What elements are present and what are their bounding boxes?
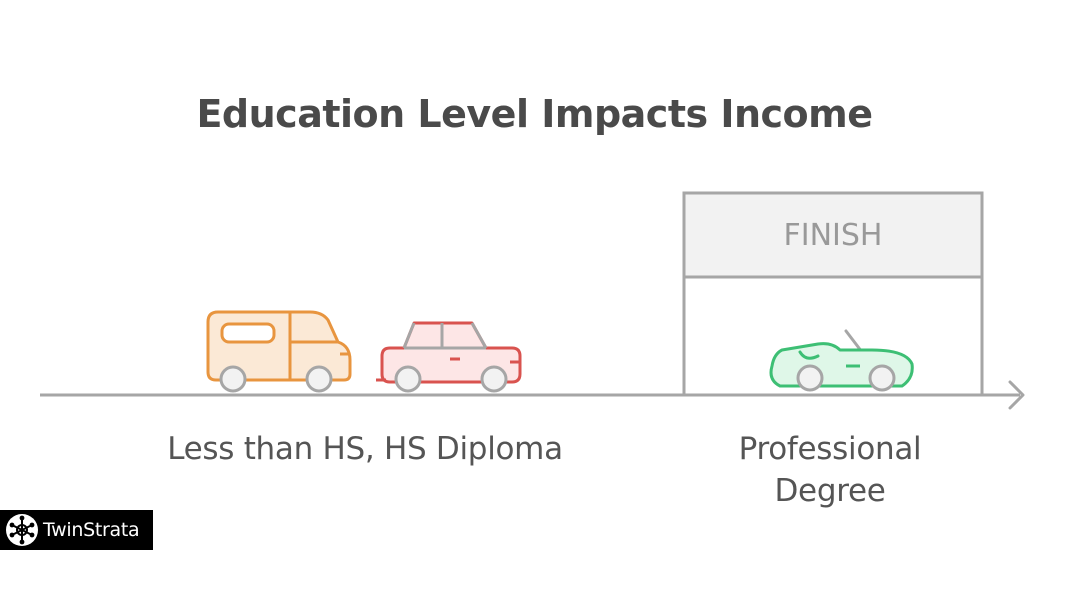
finish-banner (682, 191, 984, 279)
finish-label: FINISH (783, 217, 883, 253)
brand-badge: TwinStrata (0, 510, 153, 550)
sedan-icon (376, 321, 522, 393)
category-label-high-line2: Degree (774, 473, 886, 509)
category-label-low: Less than HS, HS Diploma (167, 431, 563, 467)
category-label-high-line1: Professional (738, 431, 922, 467)
track-line (40, 380, 1025, 410)
finish-gate (682, 191, 984, 394)
category-label-high: Professional Degree (690, 428, 970, 512)
van-icon (206, 310, 352, 393)
brand-name: TwinStrata (43, 519, 140, 541)
convertible-icon (769, 329, 914, 392)
network-logo-icon (6, 514, 38, 546)
diagram-title: Education Level Impacts Income (196, 92, 873, 136)
